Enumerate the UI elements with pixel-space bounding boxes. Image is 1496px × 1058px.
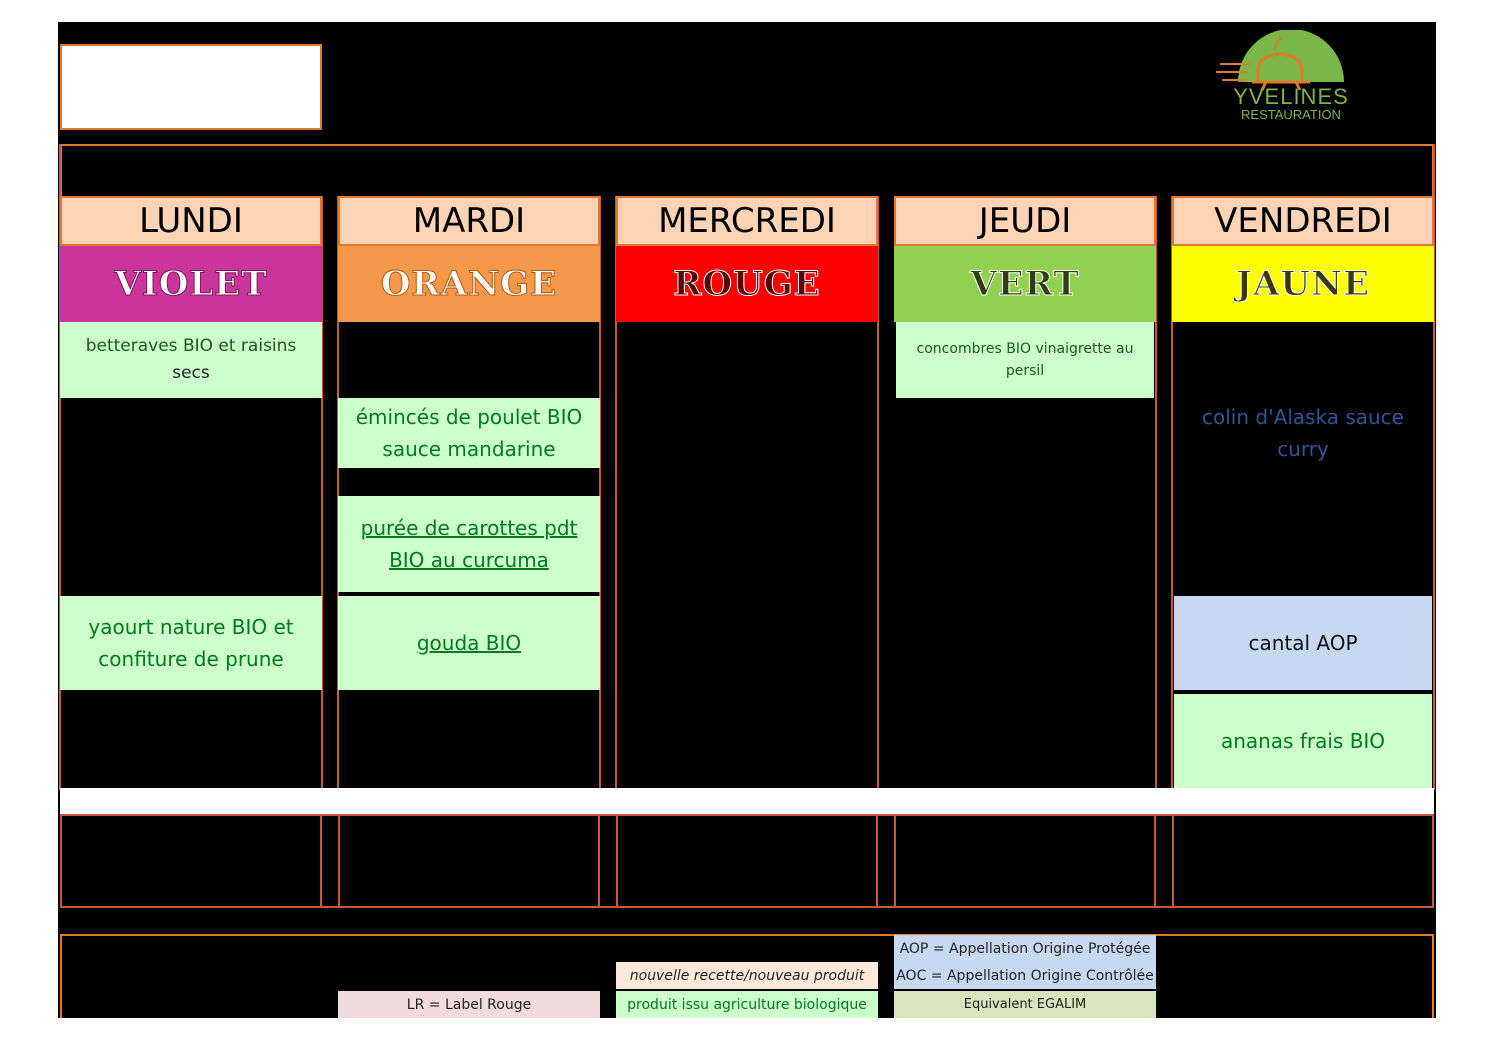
color-band-vert: VERT (894, 246, 1156, 322)
week-header-strip (60, 144, 1434, 196)
legend-new-recipe: nouvelle recette/nouveau produit (616, 962, 878, 989)
day-header-mardi: MARDI (338, 196, 600, 246)
color-band-orange: ORANGE (338, 246, 600, 322)
logo-cloche-icon (1216, 29, 1344, 91)
day-header-mercredi: MERCREDI (616, 196, 878, 246)
menu-sheet (58, 22, 1436, 1018)
legend-label-rouge: LR = Label Rouge (338, 991, 600, 1018)
vendredi-dessert: ananas frais BIO (1174, 694, 1432, 788)
day-header-jeudi: JEUDI (894, 196, 1156, 246)
legend-aop: AOP = Appellation Origine Protégée (894, 935, 1156, 962)
brand-logo (1210, 29, 1360, 130)
separator-row (60, 788, 1434, 814)
color-band-rouge: ROUGE (616, 246, 878, 322)
legend-frame (60, 934, 1434, 1018)
legend-egalim: Equivalent EGALIM (894, 991, 1156, 1018)
title-box (60, 44, 322, 130)
brand-name: YVELINES (1233, 84, 1349, 109)
day-header-lundi: LUNDI (60, 196, 322, 246)
legend-aoc: AOC = Appellation Origine Contrôlée (894, 962, 1156, 989)
day-header-vendredi: VENDREDI (1172, 196, 1434, 246)
mardi-side: purée de carottes pdt BIO au curcuma (338, 496, 600, 592)
bottom-row-frame (60, 814, 1434, 908)
color-band-jaune: JAUNE (1172, 246, 1434, 322)
legend-bio: produit issu agriculture biologique (616, 991, 878, 1018)
color-band-violet: VIOLET (60, 246, 322, 322)
vendredi-dairy: cantal AOP (1174, 596, 1432, 690)
brand-subtitle: RESTAURATION (1241, 107, 1341, 122)
mardi-dairy: gouda BIO (338, 596, 600, 690)
